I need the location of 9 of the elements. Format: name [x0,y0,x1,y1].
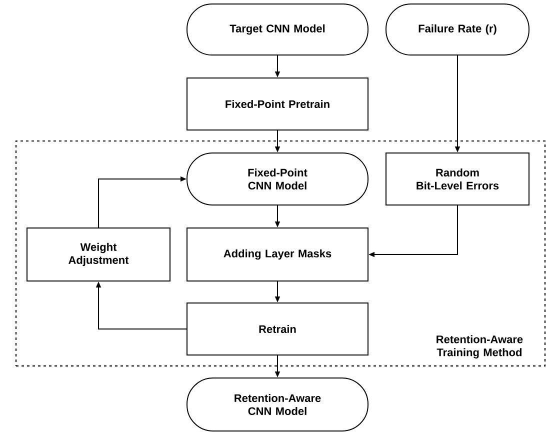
terminal-box: Retention-Aware CNN Model [186,377,368,432]
process-box: Adding Layer Masks [186,228,368,282]
process-box: Retrain [186,302,368,356]
terminal-box: Target CNN Model [186,4,368,56]
process-box: Fixed-Point Pretrain [186,78,368,130]
process-box: Random Bit-Level Errors [386,152,530,206]
terminal-box: Failure Rate (r) [386,4,530,56]
terminal-box: Fixed-Point CNN Model [186,152,368,206]
process-box: Weight Adjustment [26,228,170,282]
